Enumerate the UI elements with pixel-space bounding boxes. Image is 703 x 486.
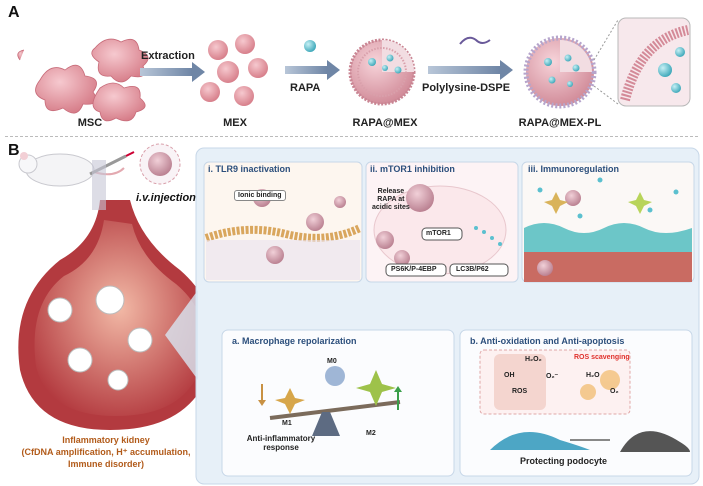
kidney-desc-2: Immune disorder): [67, 459, 144, 469]
extraction-label: Extraction: [141, 50, 195, 62]
m0-label: M0: [327, 358, 337, 365]
ionic-binding-label: Ionic binding: [234, 190, 286, 201]
msc-cell: [17, 38, 149, 122]
ps6k-label: PS6K/P-4EBP: [391, 266, 437, 273]
polylysine-label: Polylysine-DSPE: [422, 82, 511, 94]
box-a-bg: [221, 329, 455, 477]
panel-a-illustration: [17, 17, 691, 122]
mouse-illustration: [18, 152, 125, 187]
rapa-label: RAPA: [290, 82, 321, 94]
release-label: Release RAPA at acidic sites: [372, 188, 410, 212]
panel-b-illustration: [18, 143, 700, 485]
panel-divider: [5, 136, 698, 137]
rapa-molecule: [304, 40, 316, 52]
m2-label: M2: [366, 430, 376, 437]
msc-label: MSC: [77, 117, 103, 129]
membrane-zoom-inset: [593, 17, 691, 107]
ros-label: ROS: [512, 388, 528, 395]
anti-inflammatory-line-1: Anti-inflammatory: [246, 434, 316, 443]
rapa-mex-pl-label: RAPA@MEX-PL: [518, 117, 602, 129]
panel-b-letter: B: [8, 142, 20, 159]
anti-inflammatory-label: Anti-inflammatory response: [242, 434, 320, 452]
injection-label: i.v.injection: [136, 192, 196, 204]
rapa-mex-pl-particle: [523, 35, 597, 109]
kidney-illustration: [18, 160, 215, 430]
rapa-mex-particle: [348, 38, 416, 106]
panel-a-letter: A: [8, 4, 20, 21]
kidney-title: Inflammatory kidney: [62, 435, 150, 445]
mtor-label: mTOR1: [426, 230, 451, 237]
m1-label: M1: [282, 420, 292, 427]
kidney-caption: Inflammatory kidney (CfDNA amplification…: [18, 434, 194, 470]
podocyte-damaged: [620, 431, 690, 452]
h2o-label: H₂O: [586, 372, 600, 379]
podocyte-label: Protecting podocyte: [520, 456, 608, 466]
rapa-mex-label: RAPA@MEX: [352, 117, 418, 129]
box-ii-title: ii. mTOR1 inhibition: [370, 164, 455, 174]
box-i-title: i. TLR9 inactivation: [208, 164, 291, 174]
lc3b-label: LC3B/P62: [456, 266, 489, 273]
mex-vesicle: [200, 34, 268, 106]
polylysine-molecule: [459, 36, 491, 45]
podocyte-healthy: [490, 432, 590, 450]
box-b-title: b. Anti-oxidation and Anti-apoptosis: [470, 336, 625, 346]
box-a-title: a. Macrophage repolarization: [232, 336, 357, 346]
o2b-label: O₂: [610, 388, 619, 395]
release-line-2: RAPA at: [377, 196, 405, 203]
mex-label: MEX: [223, 117, 247, 129]
release-line-3: acidic sites: [372, 204, 410, 211]
kidney-desc-1: (CfDNA amplification, H⁺ accumulation,: [21, 447, 191, 457]
anti-inflammatory-line-2: response: [263, 443, 299, 452]
seesaw-illustration: [258, 366, 402, 436]
ros-scavenging-label: ROS scavenging: [574, 354, 630, 361]
oh-label: OH: [504, 372, 515, 379]
box-iii-title: iii. Immunoregulation: [528, 164, 620, 174]
o2-label: O₂⁻: [546, 373, 559, 380]
h2o2-label: H₂O₂: [525, 356, 542, 363]
release-line-1: Release: [377, 188, 405, 195]
